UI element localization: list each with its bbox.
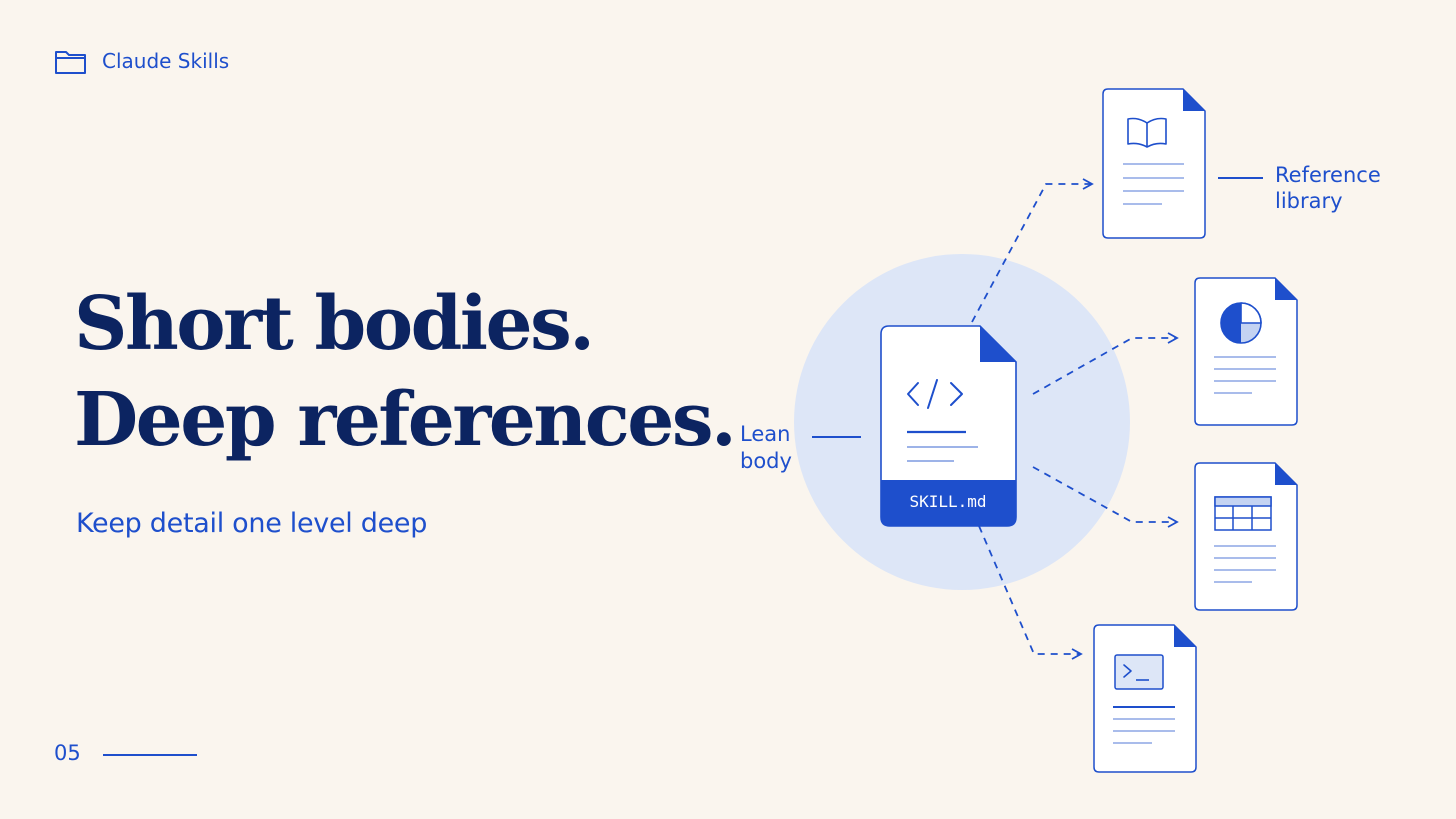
headline: Short bodies. Deep references.	[74, 276, 737, 468]
connector-to-terminal-file	[978, 525, 1083, 660]
book-icon	[1127, 117, 1167, 148]
pie-chart-icon	[1220, 302, 1262, 344]
reference-label-line-2: library	[1275, 189, 1343, 213]
page-number: 05	[54, 741, 81, 765]
reference-file-terminal	[1093, 624, 1197, 773]
skill-file-name: SKILL.md	[909, 492, 986, 511]
code-icon	[907, 379, 963, 409]
skill-file: SKILL.md	[880, 325, 1017, 527]
connectors	[971, 178, 1179, 660]
lean-label-line-1: Lean	[740, 422, 790, 446]
subtitle: Keep detail one level deep	[76, 508, 428, 539]
headline-line-2: Deep references.	[74, 377, 737, 463]
lean-label-line-2: body	[740, 449, 792, 473]
reference-file-book	[1102, 88, 1206, 239]
connector-to-book-file	[971, 178, 1094, 323]
connector-to-table-file	[1032, 466, 1179, 528]
folder-icon	[55, 51, 86, 74]
table-icon	[1214, 496, 1272, 531]
brand: Claude Skills	[54, 46, 229, 76]
headline-line-1: Short bodies.	[74, 281, 595, 367]
reference-file-chart	[1194, 277, 1298, 426]
terminal-icon	[1114, 654, 1164, 690]
brand-label: Claude Skills	[102, 49, 230, 73]
reference-label-line-1: Reference	[1275, 163, 1381, 187]
reference-file-table	[1194, 462, 1298, 611]
page-number-rule	[103, 754, 197, 756]
connector-to-chart-file	[1032, 332, 1179, 395]
